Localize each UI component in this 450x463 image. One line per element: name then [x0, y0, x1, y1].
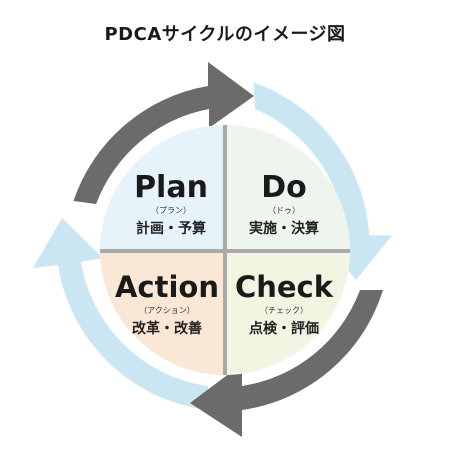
diagram-title: PDCAサイクルのイメージ図 — [104, 24, 346, 45]
plan-reading: （プラン） — [151, 206, 191, 215]
do-reading: （ドゥ） — [268, 206, 300, 215]
action-description: 改革・改善 — [132, 320, 202, 337]
action-reading: （アクション） — [139, 306, 195, 315]
check-label: Check — [235, 270, 334, 304]
quadrant-do — [225, 125, 350, 250]
do-description: 実施・決算 — [249, 220, 319, 237]
quadrant-plan — [100, 125, 225, 250]
arrow-gray-bottom — [190, 290, 383, 437]
quadrant-check — [225, 250, 350, 375]
quadrant-action — [100, 250, 225, 375]
arrow-blue-left — [33, 218, 208, 410]
action-label: Action — [115, 270, 219, 304]
plan-label: Plan — [134, 170, 208, 205]
arrow-blue-right — [253, 82, 392, 280]
check-description: 点検・評価 — [249, 320, 319, 337]
arrow-gray-top — [73, 62, 255, 204]
check-reading: （チェック） — [260, 306, 308, 315]
plan-description: 計画・予算 — [136, 220, 206, 237]
do-label: Do — [261, 170, 307, 205]
